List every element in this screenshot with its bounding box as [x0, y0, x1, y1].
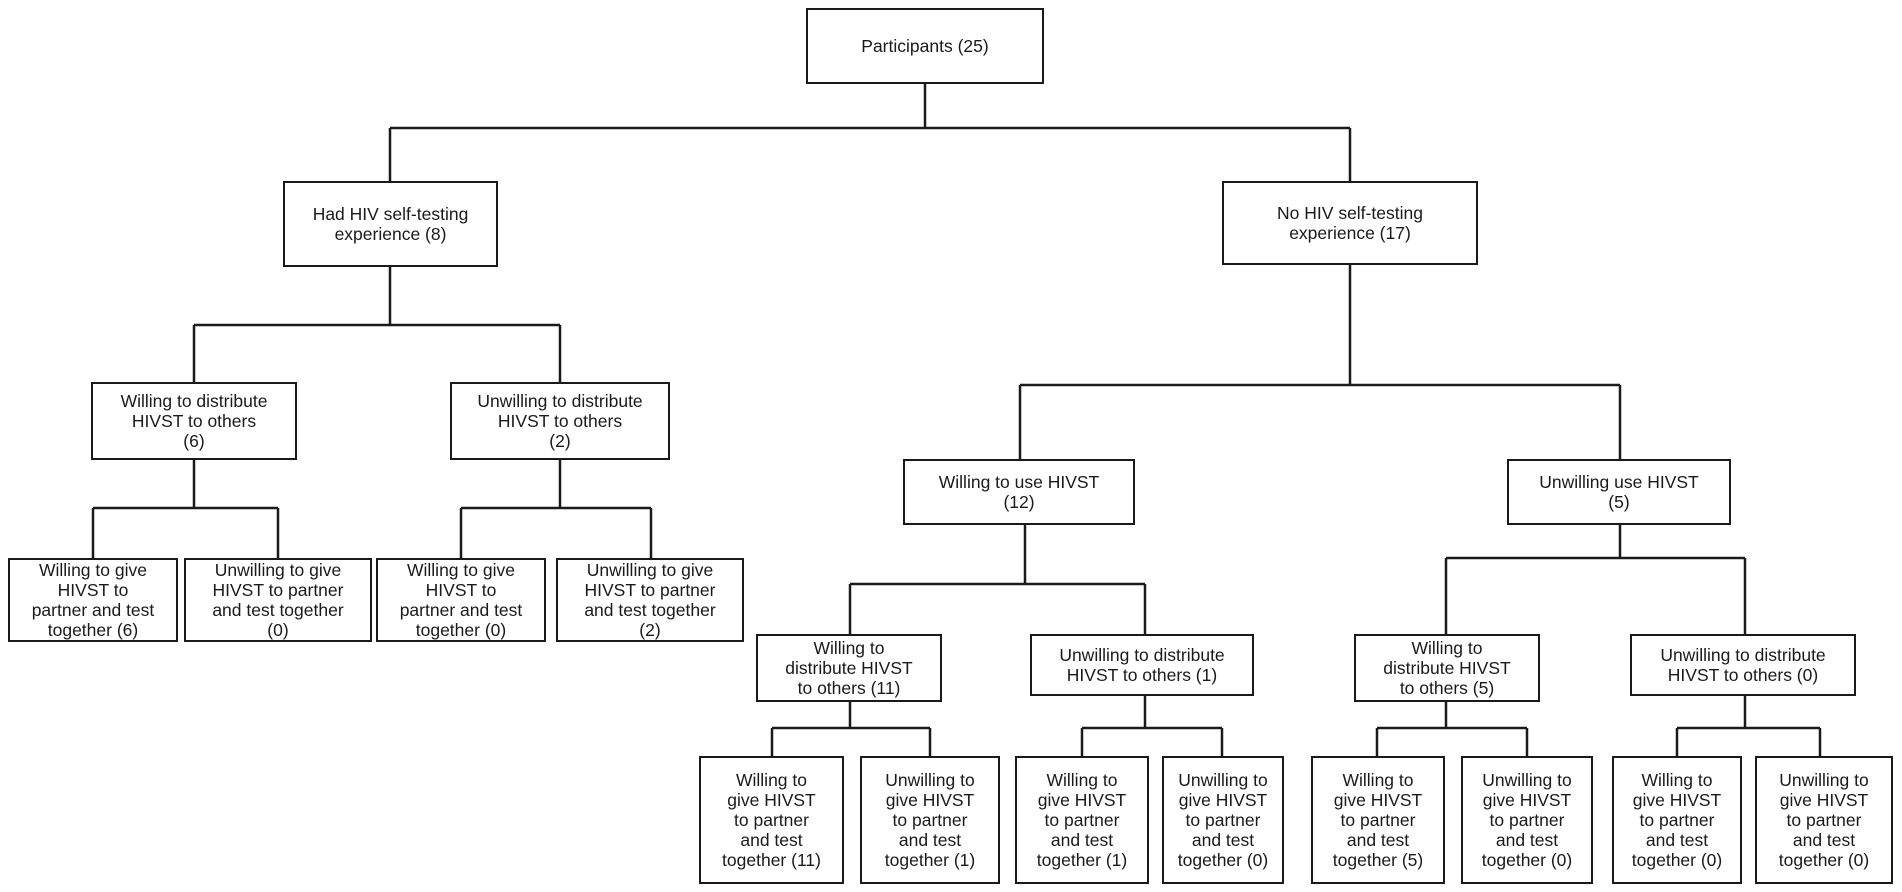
node-willing-give-partner-experienced-b: Willing to give HIVST to partner and tes… — [376, 558, 546, 642]
node-no-self-testing-experience: No HIV self-testing experience (17) — [1222, 181, 1478, 265]
node-willing-distribute-inexperienced-b: Willing to distribute HIVST to others (5… — [1354, 634, 1540, 702]
node-willing-give-partner-inexperienced-b: Willing to give HIVST to partner and tes… — [1015, 756, 1149, 884]
node-unwilling-give-partner-inexperienced-c: Unwilling to give HIVST to partner and t… — [1461, 756, 1593, 884]
node-unwilling-use-hivst: Unwilling use HIVST (5) — [1507, 459, 1731, 525]
node-willing-distribute-experienced: Willing to distribute HIVST to others (6… — [91, 382, 297, 460]
node-unwilling-give-partner-experienced-b: Unwilling to give HIVST to partner and t… — [556, 558, 744, 642]
node-unwilling-give-partner-inexperienced-b: Unwilling to give HIVST to partner and t… — [1162, 756, 1284, 884]
node-participants: Participants (25) — [806, 8, 1044, 84]
node-willing-give-partner-inexperienced-d: Willing to give HIVST to partner and tes… — [1612, 756, 1742, 884]
node-willing-give-partner-experienced-a: Willing to give HIVST to partner and tes… — [8, 558, 178, 642]
node-willing-use-hivst: Willing to use HIVST (12) — [903, 459, 1135, 525]
node-willing-give-partner-inexperienced-a: Willing to give HIVST to partner and tes… — [699, 756, 844, 884]
node-unwilling-give-partner-inexperienced-d: Unwilling to give HIVST to partner and t… — [1755, 756, 1893, 884]
node-unwilling-distribute-inexperienced-b: Unwilling to distribute HIVST to others … — [1630, 634, 1856, 696]
node-willing-give-partner-inexperienced-c: Willing to give HIVST to partner and tes… — [1311, 756, 1445, 884]
node-unwilling-distribute-inexperienced-a: Unwilling to distribute HIVST to others … — [1030, 634, 1254, 696]
node-willing-distribute-inexperienced-a: Willing to distribute HIVST to others (1… — [756, 634, 942, 702]
node-had-self-testing-experience: Had HIV self-testing experience (8) — [283, 181, 498, 267]
node-unwilling-give-partner-inexperienced-a: Unwilling to give HIVST to partner and t… — [860, 756, 1000, 884]
node-unwilling-give-partner-experienced-a: Unwilling to give HIVST to partner and t… — [184, 558, 372, 642]
node-unwilling-distribute-experienced: Unwilling to distribute HIVST to others … — [450, 382, 670, 460]
